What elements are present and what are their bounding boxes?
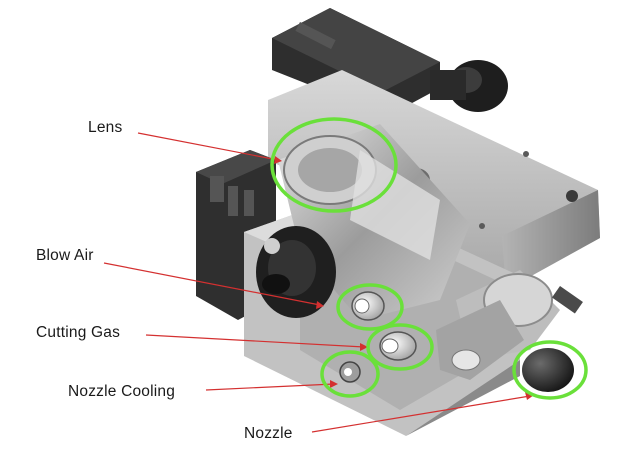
label-cutting-gas: Cutting Gas bbox=[36, 324, 121, 341]
highlight-circle-nozzle-cooling bbox=[320, 350, 380, 398]
nozzle-cooling-port bbox=[339, 361, 361, 383]
leader-lines bbox=[103, 132, 534, 433]
label-blow-air: Blow Air bbox=[36, 247, 94, 264]
side-disk bbox=[256, 226, 336, 318]
highlight-circles bbox=[270, 117, 588, 400]
highlight-circle-cutting-gas bbox=[366, 323, 434, 371]
leader-line-lens bbox=[137, 132, 279, 161]
lower-nozzle-body bbox=[436, 300, 524, 380]
leader-arrow-nozzle-cooling bbox=[330, 380, 338, 388]
leader-arrow-lens bbox=[274, 156, 282, 164]
label-lens: Lens bbox=[88, 119, 123, 136]
label-nozzle: Nozzle bbox=[244, 425, 293, 442]
highlight-circle-blow-air bbox=[336, 283, 404, 331]
highlight-circle-lens bbox=[270, 117, 398, 213]
blow-air-fitting bbox=[351, 291, 385, 321]
label-nozzle-cooling: Nozzle Cooling bbox=[68, 383, 176, 400]
cutting-gas-fitting bbox=[379, 331, 417, 361]
motor-cylinder bbox=[430, 60, 508, 112]
rear-motor-housing bbox=[272, 8, 440, 116]
leader-line-nozzle bbox=[311, 395, 531, 433]
leader-line-cutting-gas bbox=[145, 334, 365, 348]
leader-arrow-cutting-gas bbox=[360, 343, 368, 351]
highlight-circle-nozzle bbox=[512, 340, 588, 400]
leader-line-blow-air bbox=[103, 262, 321, 306]
nozzle-tip bbox=[522, 348, 574, 392]
leader-line-nozzle-cooling bbox=[205, 383, 335, 391]
leader-arrow-nozzle bbox=[525, 392, 534, 400]
leader-arrow-blow-air bbox=[316, 301, 324, 309]
